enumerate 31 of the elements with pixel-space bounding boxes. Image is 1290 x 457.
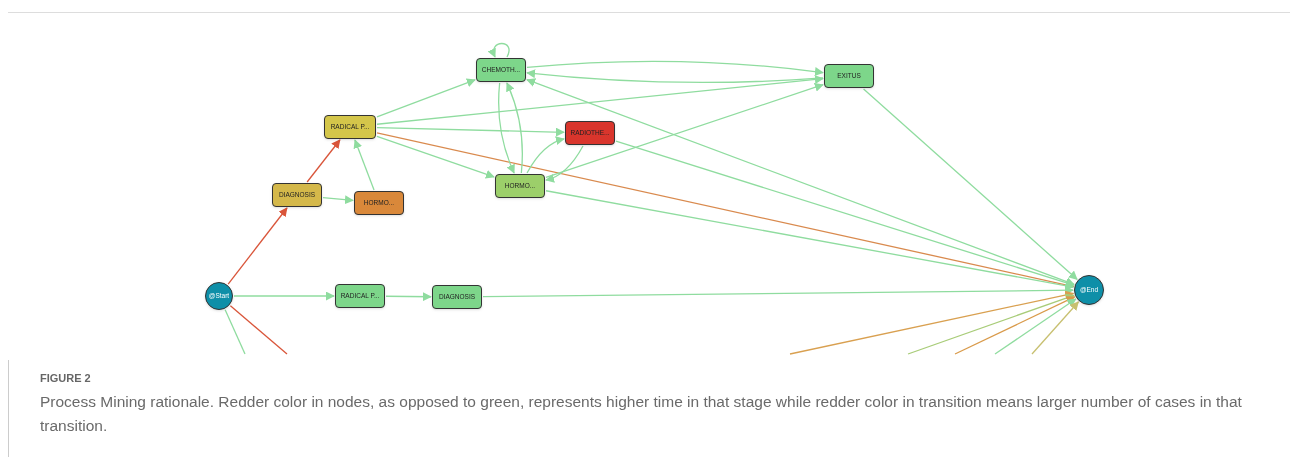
arrow [545, 83, 824, 178]
arrow [306, 139, 341, 183]
arrow [526, 60, 824, 77]
arrow [789, 290, 1075, 355]
arrow [545, 190, 1075, 291]
caption-text: Process Mining rationale. Redder color in nodes, as opposed to green, represents higher time in that stage while redder color in transition means larger number of cases in that transition. [40, 391, 1243, 436]
arrow [385, 292, 432, 302]
arrow [322, 195, 354, 205]
arrow [376, 78, 476, 118]
arrow [994, 298, 1077, 355]
arrow [233, 291, 335, 301]
arrow [482, 285, 1074, 298]
arrow [1031, 301, 1079, 355]
figure-label: FIGURE 2 [40, 371, 92, 386]
arrow [526, 69, 824, 84]
arrow [862, 88, 1078, 280]
arrow [376, 75, 824, 125]
arrow [376, 127, 565, 137]
arrow [376, 135, 495, 179]
arrow [907, 293, 1075, 355]
arrow [526, 78, 1075, 286]
arrow [227, 207, 288, 285]
arrow [488, 42, 510, 58]
arrow [615, 140, 1075, 288]
arrow [545, 145, 584, 183]
arrow [376, 132, 1075, 290]
arrow [954, 296, 1076, 355]
arrow [526, 136, 565, 174]
arrow [498, 82, 515, 174]
arrow [506, 82, 523, 174]
arrow [353, 139, 375, 191]
